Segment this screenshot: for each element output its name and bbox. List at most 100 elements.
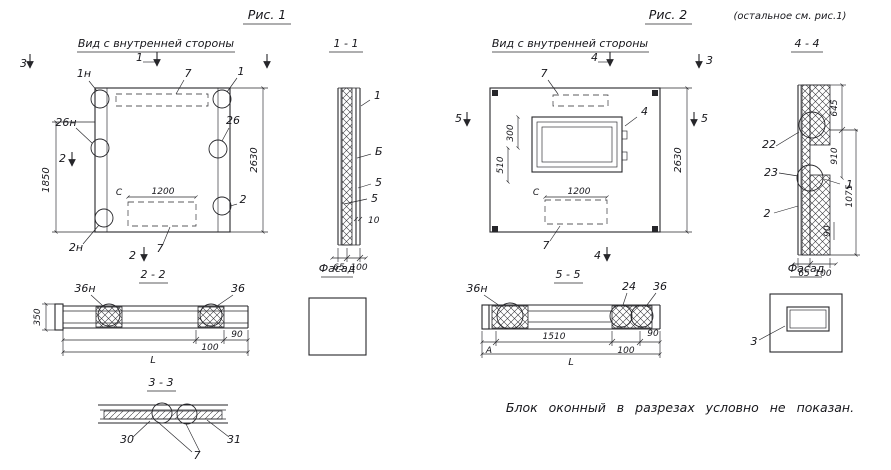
fig1-section-2-2-label: 2 - 2 bbox=[141, 268, 166, 281]
facade-window-outer bbox=[786, 306, 830, 332]
cut-mark-5-right: 5 bbox=[701, 112, 708, 125]
window-hinge bbox=[621, 130, 628, 140]
leader-line bbox=[549, 225, 561, 242]
fig1-section-3-3-label: 3 - 3 bbox=[149, 376, 174, 389]
s44-callout-23: 23 bbox=[764, 166, 778, 179]
s44-callout-1: 1 bbox=[846, 178, 853, 191]
s11-bottom-dims: 65 100 bbox=[330, 248, 368, 273]
s44-dim-910: 910 bbox=[830, 147, 840, 164]
leader-line bbox=[773, 205, 799, 214]
callout-balloon bbox=[212, 196, 232, 216]
callout-label-26n: 26н bbox=[55, 116, 76, 129]
leader-line bbox=[221, 127, 230, 142]
callout-balloon bbox=[208, 139, 228, 159]
fig2-section-4-4-label: 4 - 4 bbox=[795, 37, 820, 50]
s44-bottom-dims: 65 100 bbox=[791, 258, 838, 279]
fig1-section-2-2-view: 2 - 2 36н 36 350 bbox=[33, 268, 250, 366]
leader-line bbox=[162, 226, 171, 245]
end-cap bbox=[481, 304, 490, 330]
figure-1: Рис. 1 Вид с внутренней стороны 1 - 1 12… bbox=[20, 7, 383, 462]
leader-line bbox=[216, 294, 234, 307]
leader-line bbox=[778, 172, 799, 177]
leader-line bbox=[483, 294, 501, 307]
axis-letter: С bbox=[533, 188, 540, 198]
dim-1200-fig2: 1200 С bbox=[533, 187, 609, 199]
s11-callout-5b: 5 bbox=[371, 192, 378, 205]
s22-callout-36: 36 bbox=[231, 282, 245, 295]
facade-panel bbox=[769, 293, 843, 353]
dim-510-value: 510 bbox=[496, 156, 506, 173]
corner-mark bbox=[492, 226, 498, 232]
fig1-section-1-1-label: 1 - 1 bbox=[334, 37, 359, 50]
s55-callout-24: 24 bbox=[622, 280, 636, 293]
leader-line bbox=[158, 422, 193, 453]
fig2-section-5-5-view: 5 - 5 36н 24 36 bbox=[466, 268, 667, 368]
fig1-view-label: Вид с внутренней стороны bbox=[78, 37, 235, 50]
s55-dim-90: 90 bbox=[647, 329, 659, 339]
fig2-view-label: Вид с внутренней стороны bbox=[492, 37, 649, 50]
s22-dim-100: 100 bbox=[201, 343, 218, 353]
s44-dim-65: 65 bbox=[798, 269, 810, 279]
hatch-block bbox=[491, 305, 529, 329]
s22-dim-90: 90 bbox=[231, 330, 243, 340]
callout-label-2n: 2н bbox=[69, 241, 83, 254]
callout-balloon bbox=[630, 304, 654, 328]
s55-dim-1510: 1510 bbox=[543, 332, 566, 342]
callout-label-7-bottom: 7 bbox=[543, 239, 550, 252]
fig1-facade-label: Фасад bbox=[319, 262, 356, 275]
corner-mark bbox=[652, 90, 658, 96]
fig1-panel-view: 1200 С 1н 26н 2н 1 26 2 7 7 bbox=[20, 51, 271, 262]
end-cap bbox=[54, 303, 64, 331]
fig1-facade-view: Фасад bbox=[308, 262, 367, 356]
leader-line bbox=[357, 183, 372, 189]
s33-callout-30: 30 bbox=[120, 433, 134, 446]
s55-dim-100: 100 bbox=[617, 346, 634, 356]
leader-line bbox=[360, 99, 371, 107]
s11-callout-1: 1 bbox=[374, 89, 381, 102]
leader-line bbox=[624, 116, 638, 127]
fig1-section-1-1-view: 1 Б 5 5 10 65 100 bbox=[330, 87, 383, 273]
bottom-hidden-opening bbox=[544, 199, 608, 225]
cut-mark-1-label: 1 bbox=[136, 51, 143, 64]
corner-mark bbox=[652, 226, 658, 232]
cut-mark-4-bottom: 4 bbox=[594, 249, 601, 262]
facade-panel bbox=[308, 297, 367, 356]
s44-dim-90: 90 bbox=[823, 225, 833, 237]
fig1-section-3-3-view: 3 - 3 30 31 7 bbox=[98, 376, 241, 462]
window-hinge bbox=[621, 151, 628, 161]
dim-1200: 1200 С bbox=[116, 187, 198, 199]
fig2-title: Рис. 2 bbox=[649, 7, 687, 22]
s44-dim-1075: 1075 bbox=[845, 184, 855, 207]
callout-balloon bbox=[798, 111, 826, 139]
leader-line bbox=[646, 292, 657, 306]
dim-1200-value: 1200 bbox=[568, 187, 591, 197]
s11-callout-5a: 5 bbox=[375, 176, 382, 189]
axis-letter: С bbox=[116, 188, 123, 198]
callout-balloon bbox=[176, 403, 198, 425]
callout-balloon bbox=[151, 402, 173, 424]
dim-2630-fig2: 2630 bbox=[660, 86, 692, 234]
cut-mark-4-top: 4 bbox=[591, 51, 598, 64]
s44-callout-2: 2 bbox=[764, 207, 771, 220]
s22-bottom-dims: 100 90 L bbox=[61, 330, 250, 366]
dim-2630-value: 2630 bbox=[673, 147, 684, 172]
leader-line bbox=[206, 419, 230, 438]
window-opening-inner bbox=[541, 126, 613, 163]
s33-callout-31: 31 bbox=[227, 433, 241, 446]
callout-label-1: 1 bbox=[238, 65, 245, 78]
cut-mark-2-bottom-label: 2 bbox=[129, 249, 136, 262]
fig2-titles: Рис. 2 (остальное см. рис.1) Вид с внутр… bbox=[492, 7, 846, 53]
dim-300: 300 bbox=[506, 115, 520, 150]
callout-label-7-top: 7 bbox=[541, 67, 548, 80]
callout-balloon bbox=[199, 303, 223, 327]
leader-line bbox=[226, 77, 238, 93]
leader-line bbox=[132, 420, 151, 438]
fig2-section-4-4-view: 22 23 1 2 645 910 1075 90 bbox=[762, 83, 860, 279]
callout-label-3: 3 bbox=[751, 335, 758, 348]
hatch-block bbox=[197, 306, 225, 328]
dim-300-value: 300 bbox=[506, 124, 516, 141]
callout-balloon bbox=[496, 302, 524, 330]
dim-1850-value: 1850 bbox=[41, 167, 52, 192]
